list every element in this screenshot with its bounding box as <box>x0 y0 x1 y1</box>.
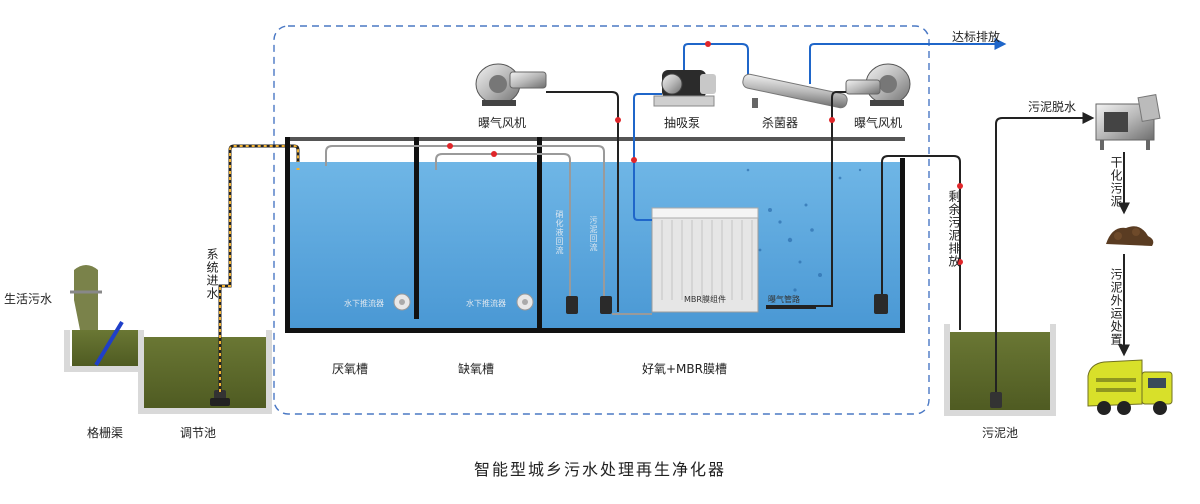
excess-sludge-label: 剩余污泥排放 <box>947 190 961 268</box>
dewatering-machine <box>1095 94 1161 150</box>
dewatering-pipe <box>995 112 1095 392</box>
aeration-pipe-label: 曝气管路 <box>768 295 800 304</box>
system-inflow-label: 系统进水 <box>205 248 219 300</box>
nitrification-reflux-pipe <box>435 153 571 296</box>
bioreactor-tank <box>285 137 905 333</box>
sludge-reflux-label: 污泥回流 <box>589 216 598 252</box>
submersible-mixer-1 <box>393 293 411 311</box>
discharge-pipe <box>809 38 1007 84</box>
submersible-mixer-1-label: 水下推流器 <box>344 299 384 308</box>
dry-sludge-pile <box>1106 226 1154 246</box>
sludge-transport-label: 污泥外运处置 <box>1109 268 1123 346</box>
submersible-mixer-2-label: 水下推流器 <box>466 299 506 308</box>
suction-pump <box>653 70 716 107</box>
grille-channel <box>64 265 138 372</box>
sludge-tank <box>944 324 1056 416</box>
aerobic-mbr-tank-label: 好氧+MBR膜槽 <box>642 362 727 376</box>
discharge-label: 达标排放 <box>952 30 1001 44</box>
anaerobic-tank-label: 厌氧槽 <box>332 362 369 376</box>
sludge-dewatering-label: 污泥脱水 <box>1028 100 1077 114</box>
purifier-boundary <box>273 25 930 415</box>
dry-sludge-label: 干化污泥 <box>1109 156 1123 208</box>
excess-sludge-pipe <box>881 155 961 330</box>
sludge-truck <box>1087 359 1173 415</box>
aeration-blower-left <box>475 63 547 106</box>
sludge-reflux-pipe <box>325 145 605 296</box>
air-pipe-right <box>816 91 846 307</box>
mbr-module <box>651 207 759 313</box>
air-pipe-left <box>546 91 619 312</box>
sterilizer <box>742 73 848 109</box>
sterilizer-label: 杀菌器 <box>762 116 799 130</box>
sludge-tank-label: 污泥池 <box>982 426 1019 440</box>
aeration-blower-left-label: 曝气风机 <box>478 116 527 130</box>
submersible-mixer-2 <box>516 293 534 311</box>
diagram-title: 智能型城乡污水处理再生净化器 <box>473 460 726 479</box>
grille-channel-label: 格栅渠 <box>87 426 124 440</box>
domestic-sewage-label: 生活污水 <box>4 292 53 306</box>
regulating-tank <box>138 330 272 414</box>
nitrification-reflux-label: 硝化液回流 <box>555 210 564 255</box>
suction-pump-label: 抽吸泵 <box>664 116 701 130</box>
aeration-blower-right <box>845 63 911 106</box>
aeration-blower-right-label: 曝气风机 <box>854 116 903 130</box>
regulating-tank-label: 调节池 <box>180 426 217 440</box>
mbr-module-label: MBR膜组件 <box>684 295 726 304</box>
anoxic-tank-label: 缺氧槽 <box>458 362 495 376</box>
